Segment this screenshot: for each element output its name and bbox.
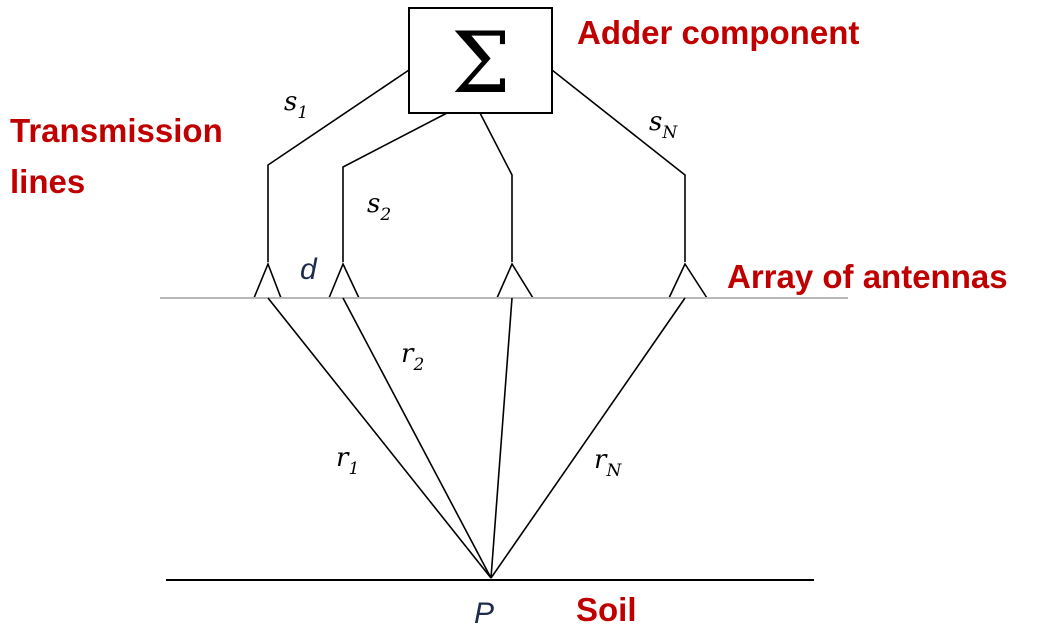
label-rN: rN	[594, 445, 622, 481]
transmission-lines-label-1: Transmission	[10, 112, 223, 149]
transmission-line-1	[267, 69, 410, 262]
antenna-N	[668, 262, 708, 299]
label-s1: s1	[284, 87, 308, 123]
antenna-3	[496, 262, 534, 299]
transmission-line-2	[342, 112, 448, 262]
sigma-symbol: Σ	[451, 14, 510, 112]
ray-r1	[267, 297, 492, 579]
antenna-1	[253, 261, 282, 299]
label-r1: r1	[336, 443, 359, 479]
label-sN: sN	[649, 107, 678, 143]
soil-label: Soil	[576, 591, 637, 628]
point-p-label: P	[474, 597, 494, 630]
adder-component-label: Adder component	[577, 14, 859, 51]
ray-rN	[490, 297, 686, 579]
spacing-d-label: d	[300, 253, 318, 286]
label-r2: r2	[401, 339, 424, 375]
transmission-line-N	[551, 69, 686, 262]
ray-r3	[490, 297, 513, 579]
transmission-line-3	[479, 112, 513, 262]
transmission-lines-label-2: lines	[10, 163, 85, 200]
adder-box	[408, 7, 553, 114]
label-s2: s2	[367, 189, 391, 225]
ray-r2	[342, 297, 492, 579]
antenna-2	[328, 262, 360, 299]
array-of-antennas-label: Array of antennas	[727, 258, 1008, 295]
